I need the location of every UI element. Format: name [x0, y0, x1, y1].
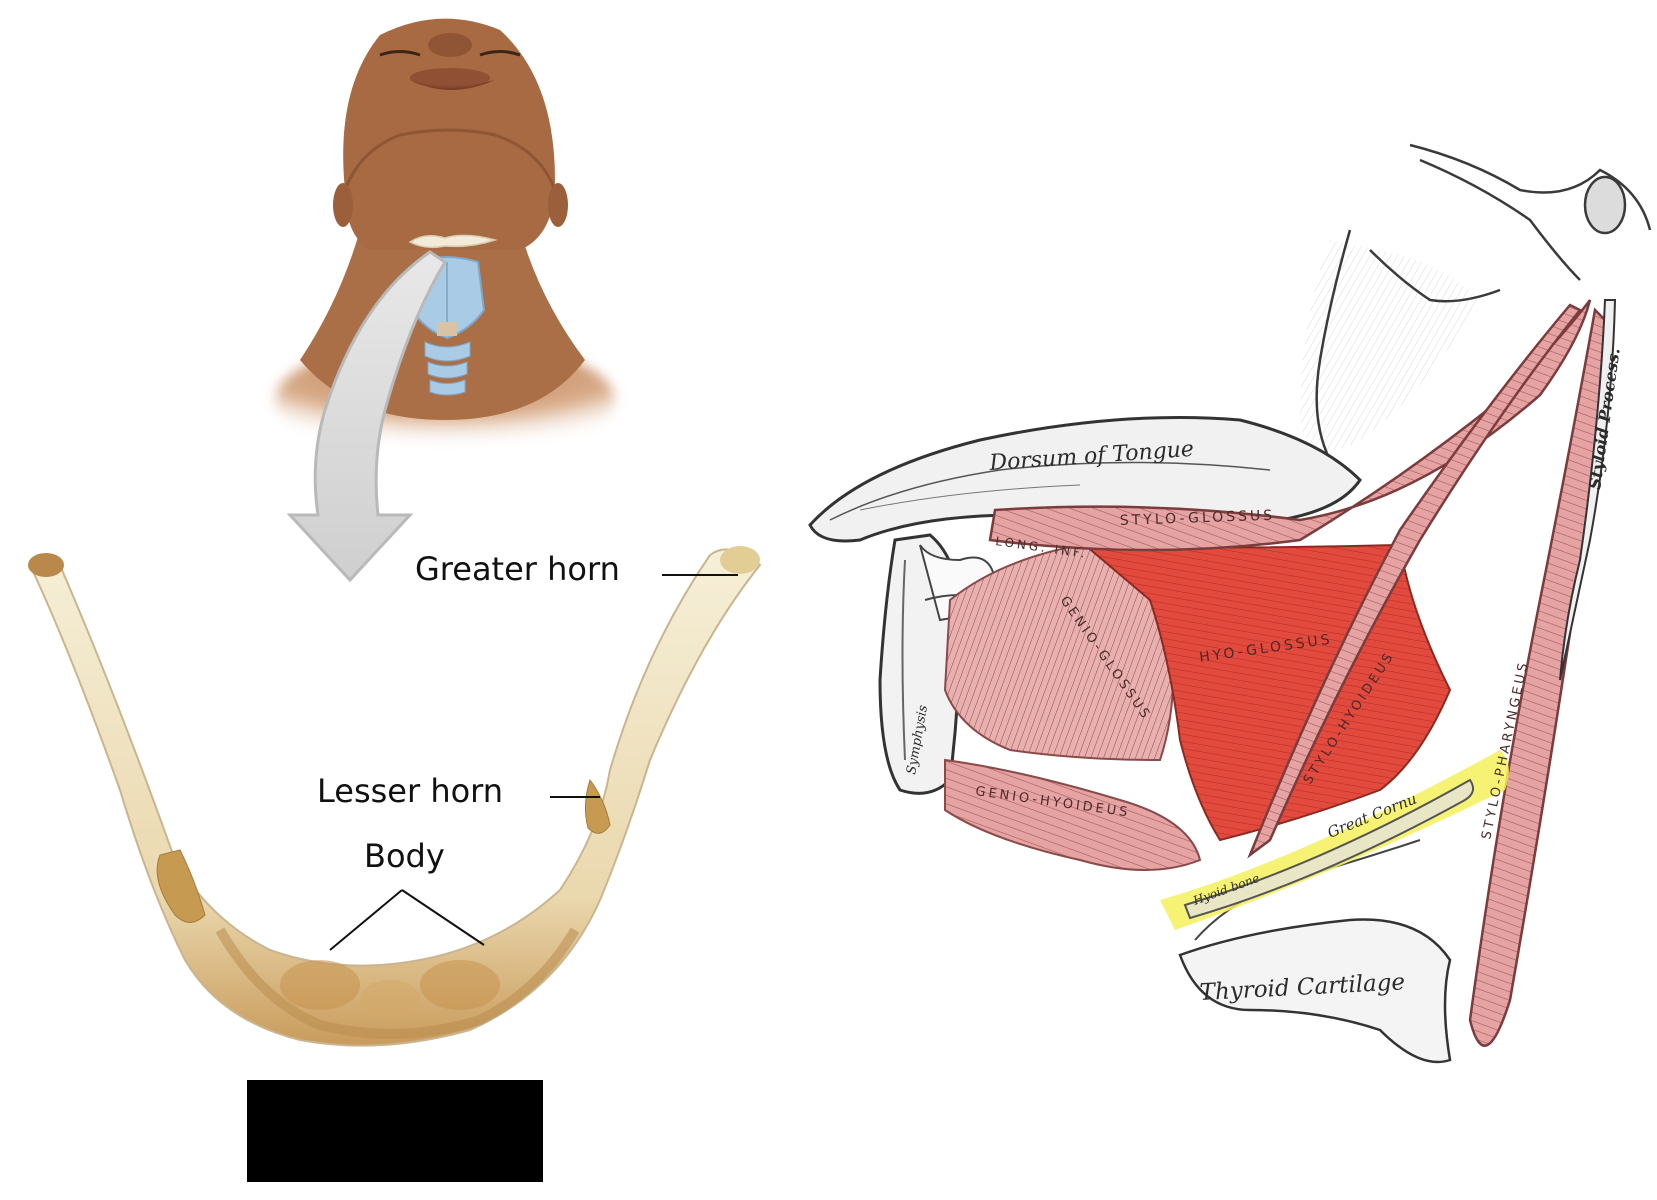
tongue-dorsum: [808, 416, 1362, 543]
label-greater-horn: Greater horn: [415, 550, 620, 588]
body-leader-right: [401, 889, 485, 946]
stylohyoideus-muscle: [1247, 303, 1582, 859]
label-body: Body: [364, 837, 445, 875]
hyoid-bone-photo: [28, 546, 762, 1047]
thyroid-cartilage: [1178, 918, 1452, 1064]
curved-arrow-icon: [286, 250, 448, 583]
ramus-shading: [1300, 240, 1480, 452]
styloid-process: [1559, 299, 1617, 681]
label-styloglossus: STYLO-GLOSSUS: [1120, 508, 1276, 529]
label-lesser-horn: Lesser horn: [317, 772, 504, 810]
redaction-box: [247, 1080, 543, 1182]
body-leader-left: [329, 889, 403, 951]
styloglossus-muscle: [988, 299, 1592, 552]
hyoid-greater-cornu: [1183, 778, 1475, 920]
geniohyoideus-muscle: [944, 758, 1202, 871]
